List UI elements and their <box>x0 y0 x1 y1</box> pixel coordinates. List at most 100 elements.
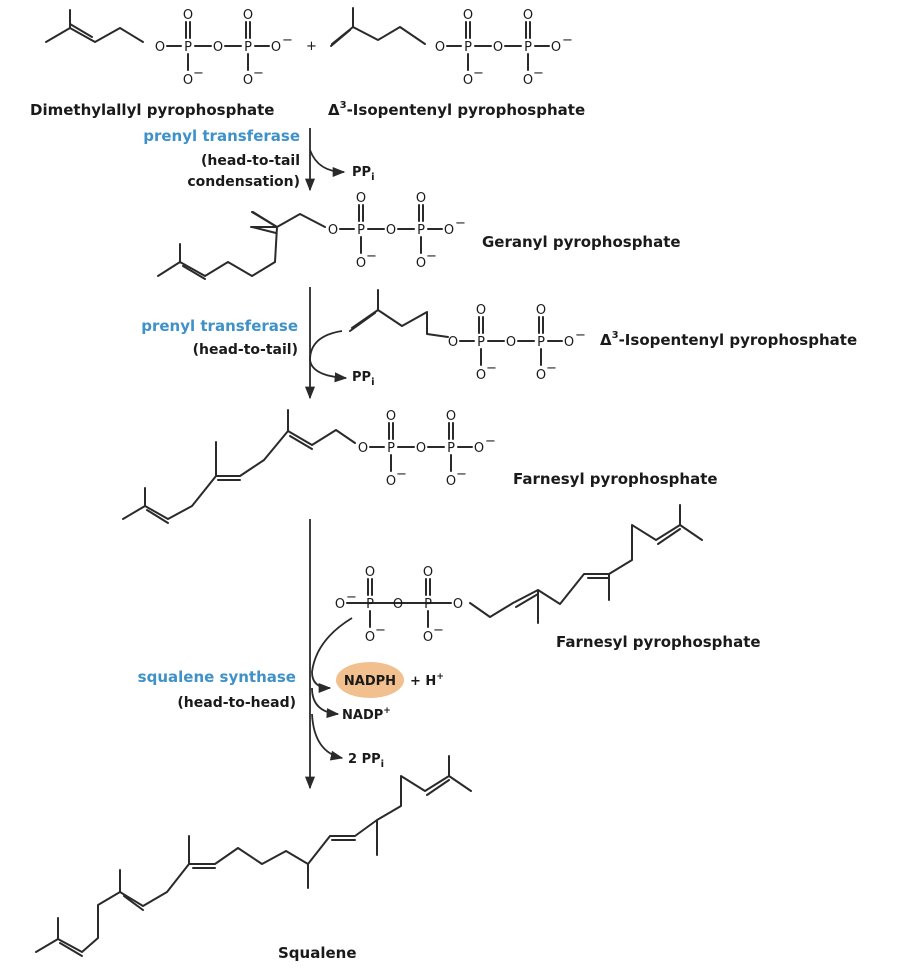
bridge-oxygen: O <box>155 40 165 55</box>
step3-enzyme: squalene synthase <box>138 668 296 686</box>
nadph-highlight <box>336 662 404 698</box>
minus-charge: − <box>253 66 264 81</box>
phosphoryl-oxygen: O <box>416 191 426 206</box>
dmapp-label: Dimethylallyl pyrophosphate <box>30 101 274 119</box>
phosphoryl-oxygen: O <box>365 565 375 580</box>
ipp-structure <box>330 7 426 47</box>
step3-nadph-in-arrow <box>311 617 353 694</box>
anionic-oxygen: O <box>423 630 433 645</box>
bridge-oxygen: O <box>328 223 338 238</box>
farnesyl-label: Farnesyl pyrophosphate <box>513 470 718 488</box>
step1-ppi-arrow <box>309 149 346 178</box>
phosphorus-atom: P <box>357 223 365 238</box>
phosphorus-atom: P <box>387 441 395 456</box>
step1-condition-1: (head-to-tail <box>201 153 300 169</box>
phosphoryl-oxygen: O <box>476 303 486 318</box>
step3-ppi-out-arrow <box>311 713 344 761</box>
bridge-oxygen: O <box>448 335 458 350</box>
phosphorus-atom: P <box>464 40 472 55</box>
terminal-oxygen: O <box>551 40 561 55</box>
anionic-oxygen: O <box>463 73 473 88</box>
anionic-oxygen: O <box>523 73 533 88</box>
terminal-oxygen: O <box>564 335 574 350</box>
terminal-oxygen: O <box>444 223 454 238</box>
phosphoryl-oxygen: O <box>183 8 193 23</box>
squalene-structure <box>35 755 472 957</box>
step2-condition-1: (head-to-tail) <box>193 342 298 358</box>
minus-charge: − <box>486 361 497 376</box>
minus-charge: − <box>193 66 204 81</box>
minus-charge: − <box>366 249 377 264</box>
phosphoryl-oxygen: O <box>356 191 366 206</box>
minus-charge: − <box>485 434 496 449</box>
anionic-oxygen: O <box>536 368 546 383</box>
farnesyl-label-2: Farnesyl pyrophosphate <box>556 633 761 651</box>
phosphoryl-oxygen: O <box>446 409 456 424</box>
minus-charge: − <box>426 249 437 264</box>
step1-ppi: PPi <box>352 165 375 183</box>
bridge-oxygen: O <box>213 40 223 55</box>
phosphorus-atom: P <box>366 597 374 612</box>
anionic-oxygen: O <box>416 256 426 271</box>
nadph-label: NADPH <box>344 674 396 689</box>
minus-charge: − <box>456 467 467 482</box>
step2-enzyme: prenyl transferase <box>141 317 298 335</box>
bridge-oxygen: O <box>453 597 463 612</box>
phosphoryl-oxygen: O <box>386 409 396 424</box>
step1-condition-2: condensation) <box>187 174 300 190</box>
bridge-oxygen: O <box>386 223 396 238</box>
nadp-label: NADP+ <box>342 706 391 723</box>
phosphorus-atom: P <box>417 223 425 238</box>
phosphorus-atom: P <box>524 40 532 55</box>
phosphorus-atom: P <box>424 597 432 612</box>
step2-ppi: PPi <box>352 370 375 388</box>
bridge-oxygen: O <box>493 40 503 55</box>
minus-charge: − <box>282 33 293 48</box>
minus-charge: − <box>546 361 557 376</box>
phosphorus-atom: P <box>184 40 192 55</box>
farnesyl-structure <box>122 409 356 524</box>
minus-charge: − <box>375 623 386 638</box>
bridge-oxygen: O <box>506 335 516 350</box>
phosphoryl-oxygen: O <box>523 8 533 23</box>
anionic-oxygen: O <box>183 73 193 88</box>
minus-charge: − <box>575 328 586 343</box>
anionic-oxygen: O <box>386 474 396 489</box>
squalene-label: Squalene <box>278 944 357 962</box>
anionic-oxygen: O <box>446 474 456 489</box>
ipp-structure-2 <box>349 289 449 338</box>
anionic-oxygen: O <box>243 73 253 88</box>
minus-charge: − <box>533 66 544 81</box>
ipp-label: Δ3-Isopentenyl pyrophosphate <box>328 100 585 119</box>
step3-condition-1: (head-to-head) <box>177 695 296 711</box>
minus-charge: − <box>455 216 466 231</box>
anionic-oxygen: O <box>365 630 375 645</box>
phosphoryl-oxygen: O <box>536 303 546 318</box>
phosphoryl-oxygen: O <box>243 8 253 23</box>
minus-charge: − <box>346 590 357 605</box>
anionic-oxygen: O <box>476 368 486 383</box>
plus-h-label: + H+ <box>410 672 444 689</box>
bridge-oxygen: O <box>435 40 445 55</box>
geranyl-label: Geranyl pyrophosphate <box>482 233 681 251</box>
terminal-oxygen: O <box>271 40 281 55</box>
two-ppi-label: 2 PPi <box>348 752 384 770</box>
ipp-label-2: Δ3-Isopentenyl pyrophosphate <box>600 330 857 349</box>
phosphorus-atom: P <box>477 335 485 350</box>
phosphorus-atom: P <box>537 335 545 350</box>
bridge-oxygen: O <box>358 441 368 456</box>
step1-enzyme: prenyl transferase <box>143 127 300 145</box>
phosphorus-atom: P <box>447 441 455 456</box>
bridge-oxygen: O <box>416 441 426 456</box>
phosphoryl-oxygen: O <box>423 565 433 580</box>
phosphorus-atom: P <box>244 40 252 55</box>
minus-charge: − <box>473 66 484 81</box>
terminal-oxygen: O <box>335 597 345 612</box>
minus-charge: − <box>562 33 573 48</box>
phosphoryl-oxygen: O <box>463 8 473 23</box>
